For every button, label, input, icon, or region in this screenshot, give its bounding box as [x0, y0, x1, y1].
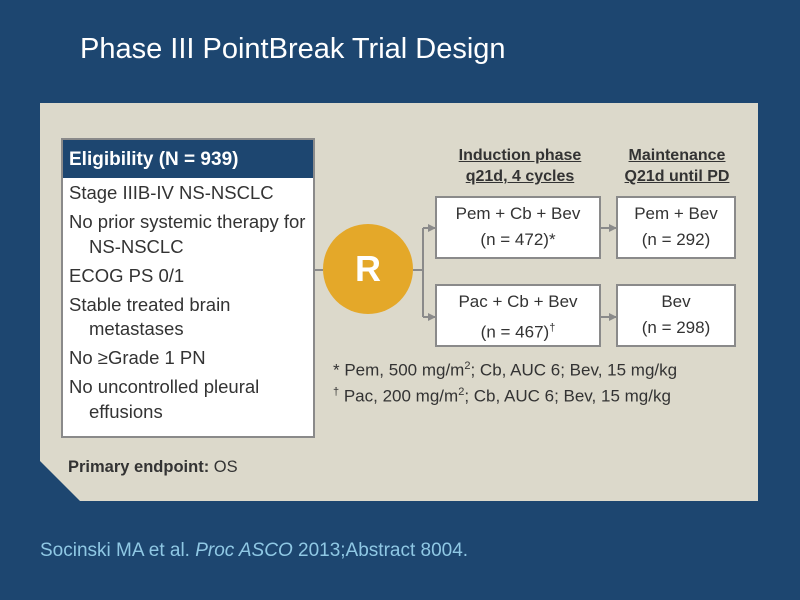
eligibility-box: Eligibility (N = 939) Stage IIIB-IV NS-N…: [61, 138, 315, 438]
arm-n: (n = 298): [641, 318, 711, 337]
primary-endpoint-label: Primary endpoint:: [68, 458, 210, 476]
eligibility-item: ECOG PS 0/1: [69, 264, 185, 286]
eligibility-item: No uncontrolled pleural effusions: [69, 376, 260, 422]
arm-regimen: Pem + Cb + Bev: [455, 204, 581, 223]
maintenance-header-line2: Q21d until PD: [624, 168, 730, 185]
eligibility-list: Stage IIIB-IV NS-NSCLC No prior systemic…: [63, 178, 313, 424]
citation: Socinski MA et al. Proc ASCO 2013;Abstra…: [40, 540, 469, 561]
eligibility-item: No ≥Grade 1 PN: [69, 347, 206, 368]
induction-header-line1: Induction phase: [458, 147, 582, 164]
arm-regimen: Bev: [661, 292, 691, 311]
eligibility-item: No prior systemic therapy for NS-NSCLC: [69, 211, 306, 257]
maintenance-header-line1: Maintenance: [628, 147, 726, 164]
primary-endpoint: Primary endpoint: OS: [68, 458, 238, 477]
induction-phase-header: Induction phase q21d, 4 cycles: [440, 145, 600, 187]
arm-n: (n = 467)†: [480, 322, 556, 342]
footnote-pac: † Pac, 200 mg/m2; Cb, AUC 6; Bev, 15 mg/…: [333, 386, 671, 406]
randomization-circle: R: [323, 224, 413, 314]
slide-title: Phase III PointBreak Trial Design: [80, 33, 506, 65]
footnote-pem: * Pem, 500 mg/m2; Cb, AUC 6; Bev, 15 mg/…: [333, 360, 678, 380]
arm-regimen: Pem + Bev: [634, 204, 718, 223]
induction-header-line2: q21d, 4 cycles: [465, 168, 575, 185]
pac-maintenance-box: Bev (n = 298): [616, 284, 736, 347]
pac-induction-box: Pac + Cb + Bev (n = 467)†: [435, 284, 601, 347]
pem-maintenance-box: Pem + Bev (n = 292): [616, 196, 736, 259]
pem-induction-box: Pem + Cb + Bev (n = 472)*: [435, 196, 601, 259]
maintenance-header: Maintenance Q21d until PD: [612, 145, 742, 187]
primary-endpoint-value: OS: [209, 458, 238, 476]
arm-n: (n = 292): [641, 230, 711, 249]
arm-n: (n = 472)*: [480, 230, 556, 249]
eligibility-header: Eligibility (N = 939): [63, 140, 313, 178]
eligibility-item: Stage IIIB-IV NS-NSCLC: [69, 182, 274, 203]
eligibility-item: Stable treated brain metastases: [69, 293, 231, 340]
arm-regimen: Pac + Cb + Bev: [458, 292, 578, 311]
